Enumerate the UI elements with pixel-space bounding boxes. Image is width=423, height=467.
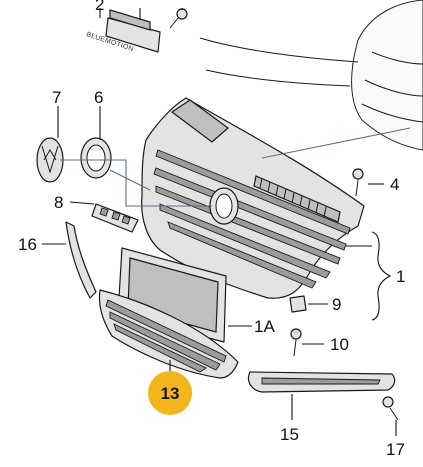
label-1a: 1A	[254, 317, 275, 336]
part-7-emblem	[36, 137, 64, 183]
label-4: 4	[390, 175, 399, 194]
label-9: 9	[332, 295, 341, 314]
alignment-lines	[60, 127, 411, 207]
part-15-side-grille	[247, 371, 396, 393]
label-2: 2	[95, 0, 104, 14]
part-9-clip	[289, 295, 307, 313]
highlight-circle	[148, 371, 192, 415]
part-17-screw-icon	[382, 396, 399, 421]
label-13: 13	[161, 384, 180, 403]
part-8-bracket	[91, 203, 139, 233]
label-1: 1	[396, 267, 405, 286]
label-16: 16	[18, 235, 37, 254]
highlight-part-13: 13	[148, 371, 192, 415]
label-6: 6	[94, 88, 103, 107]
part-2-badge: BLUEMOTION	[85, 9, 161, 53]
part-16-side-strip	[65, 221, 97, 299]
part-4-screw-icon	[352, 168, 364, 197]
part-6-ring	[80, 137, 112, 179]
label-7: 7	[52, 88, 61, 107]
badge-screw-icon	[169, 8, 188, 29]
label-8: 8	[54, 193, 63, 212]
label-17: 17	[386, 440, 405, 459]
part-labels: 2 7 6 8 16 4 1 9 1A 10 15 17	[18, 0, 405, 459]
part-13-lower-grille	[98, 289, 239, 379]
part-10-screw-icon	[290, 328, 302, 357]
car-body-outline	[199, 0, 423, 151]
label-10: 10	[330, 335, 349, 354]
label-15: 15	[280, 425, 299, 444]
leader-lines	[42, 8, 397, 436]
